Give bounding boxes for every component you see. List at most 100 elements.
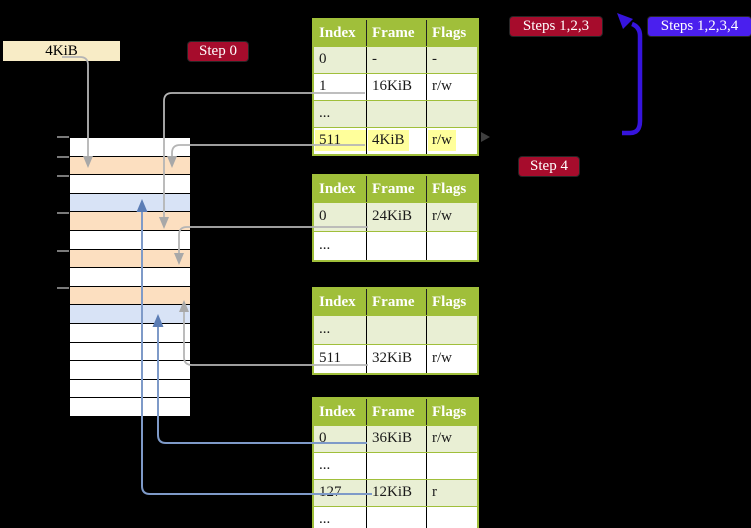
cell-frame [367,232,427,260]
loop-start-mark [481,132,490,142]
page-size-label: 4KiB [3,41,120,61]
memory-frame-table [70,249,190,268]
table-row: ... [314,506,477,528]
header-flags: Flags [427,20,477,46]
physical-memory-strip [70,137,190,416]
cell-flags: r/w [432,350,452,366]
header-frame: Frame [367,20,427,46]
header-flags: Flags [427,176,477,202]
highlight: 4KiB [368,130,409,151]
table-header: Index Frame Flags [314,176,477,202]
cell-flags [427,453,477,479]
memory-frame-free [70,230,190,249]
cell-index: 511 [314,128,367,154]
cell-index: ... [314,232,367,260]
header-index: Index [314,289,367,315]
header-flags: Flags [427,289,477,315]
page-table-bottom: Index Frame Flags 0 36KiB r/w ... 127 12… [312,397,479,528]
header-flags: Flags [427,399,477,425]
memory-frame-table [70,286,190,305]
highlight: 511 [315,130,366,151]
header-index: Index [314,20,367,46]
cell-flags: - [427,47,477,73]
cell-frame [367,453,427,479]
cell-index: ... [314,316,367,344]
cell-flags: r/w [427,426,477,452]
cell-index: 0 [314,426,367,452]
table-row: ... [314,100,477,127]
memory-frame-free [70,138,190,156]
memory-frame-free [70,268,190,286]
cell-frame: 36KiB [367,426,427,452]
table-row-recursive: 511 4KiB r/w [314,127,477,154]
memory-tick [57,156,69,158]
page-table-second: Index Frame Flags 0 24KiB r/w ... [312,174,479,262]
table-row: ... [314,231,477,260]
highlight: r/w [428,130,456,151]
cell-frame [367,507,427,528]
table-row: 0 36KiB r/w [314,425,477,452]
cell-index: 0 [314,47,367,73]
header-frame: Frame [367,289,427,315]
table-row: ... [314,452,477,479]
memory-frame-table [70,156,190,175]
cell-index: 511 [314,345,367,373]
cell-frame: 24KiB [367,203,427,231]
cell-frame: 4KiB [367,128,427,154]
table-row: 1 16KiB r/w [314,73,477,100]
cell-index: 1 [314,74,367,100]
cell-frame: 12KiB [367,480,427,506]
table-row: 0 24KiB r/w [314,202,477,231]
header-index: Index [314,176,367,202]
table-header: Index Frame Flags [314,399,477,425]
memory-frame-free [70,323,190,342]
cell-flags: r/w [427,128,477,154]
memory-tick [57,287,69,289]
cell-index: ... [314,453,367,479]
header-index: Index [314,399,367,425]
cell-flags [427,316,477,344]
header-frame: Frame [367,176,427,202]
cell-flags [427,232,477,260]
cell-index: ... [314,507,367,528]
memory-frame-page [70,193,190,212]
cell-flags [427,101,477,127]
table-row: ... [314,315,477,344]
memory-frame-free [70,361,190,379]
cell-frame [367,101,427,127]
memory-tick [57,136,69,138]
table-header: Index Frame Flags [314,20,477,46]
cell-flags [427,507,477,528]
steps123-badge: Steps 1,2,3 [510,17,602,36]
cell-frame [367,316,427,344]
memory-tick [57,212,69,214]
cell-frame: 16KiB [367,74,427,100]
table-row: 0 - - [314,46,477,73]
memory-frame-free [70,379,190,398]
cell-flags: r/w [427,203,477,231]
memory-tick [57,250,69,252]
memory-tick [57,175,69,177]
step0-badge: Step 0 [188,42,248,61]
recursive-loop-arrow [617,13,643,136]
header-frame: Frame [367,399,427,425]
cell-frame: 32KiB [367,345,427,373]
table-row: 127 12KiB r [314,479,477,506]
memory-frame-free [70,175,190,193]
cell-index: 127 [314,480,367,506]
memory-frame-table [70,212,190,230]
table-row: 511 32KiB r/w [314,344,477,373]
cell-frame: - [367,47,427,73]
cell-index: ... [314,101,367,127]
table-header: Index Frame Flags [314,289,477,315]
memory-frame-free [70,398,190,416]
page-table-top: Index Frame Flags 0 - - 1 16KiB r/w ... … [312,18,479,156]
cell-index: 0 [314,203,367,231]
cell-flags: r [427,480,477,506]
step4-badge: Step 4 [519,157,579,176]
memory-frame-page [70,305,190,323]
page-table-third: Index Frame Flags ... 511 32KiB r/w [312,287,479,375]
steps1234-badge: Steps 1,2,3,4 [648,17,751,36]
memory-frame-free [70,342,190,361]
